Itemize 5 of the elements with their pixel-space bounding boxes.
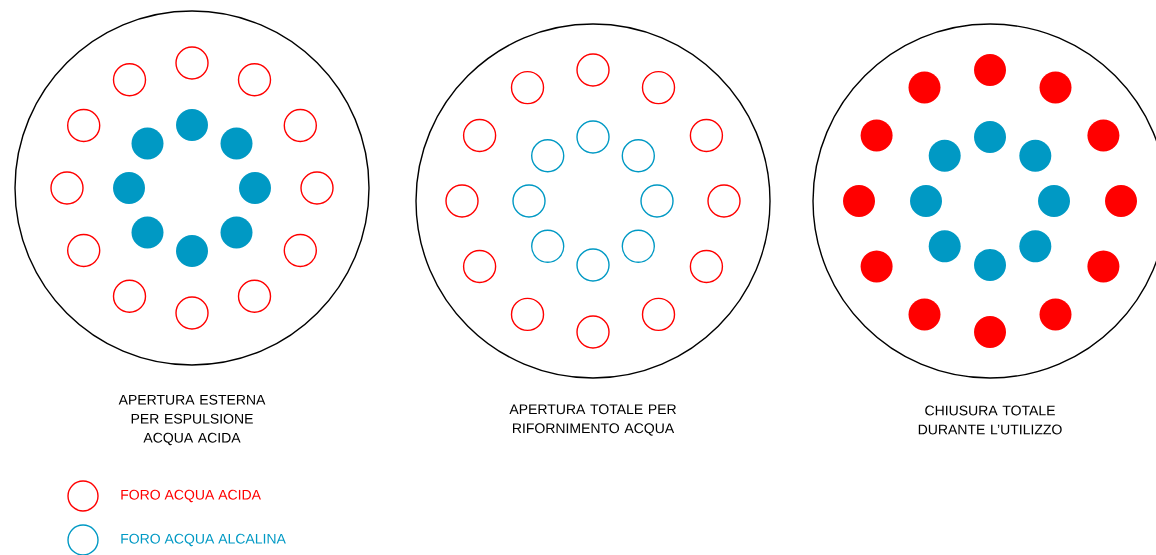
caption-text: APERTURA ESTERNA PER ESPULSIONE ACQUA ACIDA (118, 394, 266, 446)
caption-text: APERTURA TOTALE PER RIFORNIMENTO ACQUA (509, 404, 676, 436)
legend-text: FORO ACQUA ALCALINA (121, 533, 286, 547)
legend-text: FORO ACQUA ACIDA (121, 489, 261, 503)
caption-text: CHIUSURA TOTALE DURANTE L’UTILIZZO (918, 405, 1062, 435)
